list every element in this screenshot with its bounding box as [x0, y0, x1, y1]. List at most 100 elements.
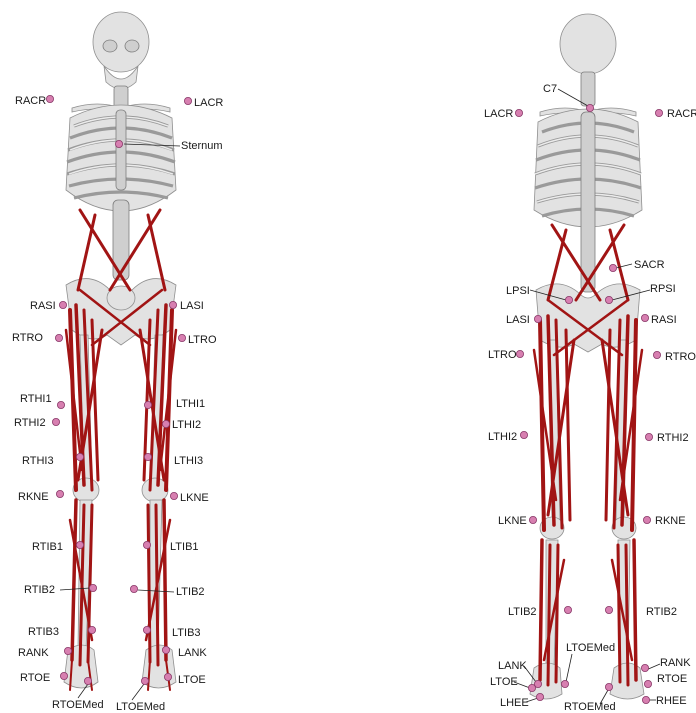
back-label-rtro: RTRO: [665, 351, 696, 363]
back-label-rpsi: RPSI: [650, 283, 676, 295]
back-marker-racr: [655, 109, 662, 116]
back-marker-rtoemed: [605, 683, 612, 690]
front-marker-lacr: [184, 97, 191, 104]
front-label-rtib2: RTIB2: [24, 584, 55, 596]
back-label-sacr: SACR: [634, 259, 665, 271]
back-label-lasi: LASI: [506, 314, 530, 326]
front-label-lacr: LACR: [194, 97, 223, 109]
back-label-rank: RANK: [660, 657, 691, 669]
front-label-lthi2: LTHI2: [172, 419, 201, 431]
front-label-rkne: RKNE: [18, 491, 49, 503]
front-label-ltib3: LTIB3: [172, 627, 201, 639]
back-label-rkne: RKNE: [655, 515, 686, 527]
back-marker-rpsi: [605, 296, 612, 303]
front-marker-ltro: [178, 334, 185, 341]
back-marker-rtoe: [644, 680, 651, 687]
back-marker-rthi2: [645, 433, 652, 440]
front-label-lkne: LKNE: [180, 492, 209, 504]
back-marker-sacr: [609, 264, 616, 271]
back-leader-ltoemed: [566, 654, 572, 682]
back-marker-lthi2: [520, 431, 527, 438]
back-label-rtib2: RTIB2: [646, 606, 677, 618]
back-label-racr: RACR: [667, 108, 696, 120]
back-marker-rank: [641, 664, 648, 671]
back-marker-ltoe: [528, 684, 535, 691]
back-marker-rtro: [653, 351, 660, 358]
front-marker-lank: [162, 646, 169, 653]
back-label-lhee: LHEE: [500, 697, 529, 709]
front-marker-lthi3: [144, 453, 151, 460]
front-marker-racr: [46, 95, 53, 102]
front-marker-rank: [64, 647, 71, 654]
front-label-rank: RANK: [18, 647, 49, 659]
back-marker-c7: [586, 104, 593, 111]
front-marker-ltoe: [164, 673, 171, 680]
back-label-rthi2: RTHI2: [657, 432, 689, 444]
front-label-rtib3: RTIB3: [28, 626, 59, 638]
front-label-rtoe: RTOE: [20, 672, 50, 684]
back-label-rasi: RASI: [651, 314, 677, 326]
back-marker-lacr: [515, 109, 522, 116]
back-label-ltib2: LTIB2: [508, 606, 537, 618]
front-label-ltoemed: LTOEMed: [116, 701, 165, 713]
front-label-rtib1: RTIB1: [32, 541, 63, 553]
front-leader-ltoemed: [132, 684, 144, 700]
front-label-rtro: RTRO: [12, 332, 43, 344]
back-marker-ltoemed: [561, 680, 568, 687]
front-marker-lkne: [170, 492, 177, 499]
back-marker-lasi: [534, 315, 541, 322]
back-label-ltro: LTRO: [488, 349, 517, 361]
front-marker-rkne: [56, 490, 63, 497]
front-marker-ltib2: [130, 585, 137, 592]
back-label-lthi2: LTHI2: [488, 431, 517, 443]
front-marker-rtib2: [89, 584, 96, 591]
front-label-lasi: LASI: [180, 300, 204, 312]
front-marker-ltoemed: [141, 677, 148, 684]
front-marker-rtib1: [76, 541, 83, 548]
back-label-lkne: LKNE: [498, 515, 527, 527]
back-label-rtoemed: RTOEMed: [564, 701, 616, 713]
front-label-ltib1: LTIB1: [170, 541, 199, 553]
back-marker-lpsi: [565, 296, 572, 303]
front-label-lthi1: LTHI1: [176, 398, 205, 410]
back-label-lacr: LACR: [484, 108, 513, 120]
front-marker-rasi: [59, 301, 66, 308]
front-marker-rtro: [55, 334, 62, 341]
front-label-lank: LANK: [178, 647, 207, 659]
back-marker-lhee: [536, 693, 543, 700]
back-label-c7: C7: [543, 83, 557, 95]
front-label-lthi3: LTHI3: [174, 455, 203, 467]
front-label-ltib2: LTIB2: [176, 586, 205, 598]
back-label-lank: LANK: [498, 660, 527, 672]
front-marker-rtoemed: [84, 677, 91, 684]
back-label-ltoe: LTOE: [490, 676, 518, 688]
back-marker-ltro: [516, 350, 523, 357]
back-label-ltoemed: LTOEMed: [566, 642, 615, 654]
back-label-lpsi: LPSI: [506, 285, 530, 297]
back-marker-rtib2: [605, 606, 612, 613]
front-label-racr: RACR: [15, 95, 46, 107]
front-label-sternum: Sternum: [181, 140, 223, 152]
front-marker-rtib3: [88, 626, 95, 633]
back-marker-rkne: [643, 516, 650, 523]
front-marker-lthi2: [162, 420, 169, 427]
front-marker-rthi2: [52, 418, 59, 425]
back-marker-ltib2: [564, 606, 571, 613]
front-label-ltro: LTRO: [188, 334, 217, 346]
front-marker-lasi: [169, 301, 176, 308]
front-marker-rthi1: [57, 401, 64, 408]
front-marker-rtoe: [60, 672, 67, 679]
front-label-rasi: RASI: [30, 300, 56, 312]
back-label-rhee: RHEE: [656, 695, 687, 707]
back-view-muscles: [534, 225, 642, 685]
back-marker-rasi: [641, 314, 648, 321]
front-label-rthi2: RTHI2: [14, 417, 46, 429]
front-marker-ltib1: [143, 541, 150, 548]
front-marker-sternum: [115, 140, 122, 147]
front-label-ltoe: LTOE: [178, 674, 206, 686]
front-label-rthi1: RTHI1: [20, 393, 52, 405]
front-label-rtoemed: RTOEMed: [52, 699, 104, 711]
front-label-rthi3: RTHI3: [22, 455, 54, 467]
back-marker-rhee: [642, 696, 649, 703]
